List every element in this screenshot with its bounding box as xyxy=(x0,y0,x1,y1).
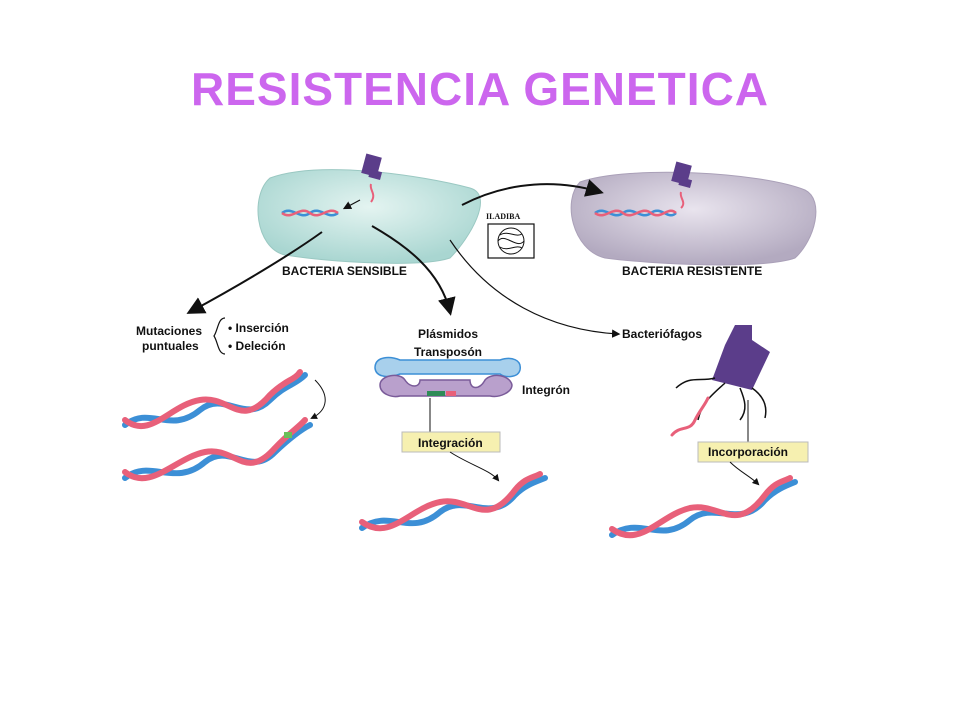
phage-dna xyxy=(670,396,710,437)
resistant-bacterium-cell xyxy=(570,171,817,266)
label-bacteria-sensible: BACTERIA SENSIBLE xyxy=(282,264,407,278)
resistant-plasmid-dna xyxy=(594,209,677,217)
arrow-icon xyxy=(449,451,500,482)
logo-globe-icon xyxy=(497,227,525,255)
dna-strand-icon xyxy=(122,417,313,482)
incorporacion-box xyxy=(697,441,809,463)
phage-icon xyxy=(675,325,770,421)
label-mutaciones: Mutaciones xyxy=(136,324,202,338)
label-puntuales: puntuales xyxy=(142,339,199,353)
transposon-integron-icon xyxy=(374,356,521,398)
dna-strand-icon xyxy=(609,475,798,539)
label-bacteriofagos: Bacteriófagos xyxy=(622,327,702,341)
label-incorporacion: Incorporación xyxy=(708,445,788,459)
sensitive-plasmid-dna xyxy=(281,209,339,217)
svg-text:ILADIBA: ILADIBA xyxy=(486,212,520,221)
label-integracion: Integración xyxy=(418,436,483,450)
arrow-icon xyxy=(461,179,604,206)
label-integron: Integrón xyxy=(522,383,570,397)
label-bacteria-resistente: BACTERIA RESISTENTE xyxy=(622,264,762,278)
label-transposon: Transposón xyxy=(414,345,482,359)
dna-strand-icon xyxy=(359,471,548,532)
arrow-icon xyxy=(729,461,760,486)
label-delecion: • Deleción xyxy=(228,339,286,353)
integracion-box xyxy=(401,431,501,453)
dna-strand-icon xyxy=(122,369,308,429)
label-insercion: • Inserción xyxy=(228,321,289,335)
sensitive-bacterium-cell xyxy=(257,169,481,264)
arrow-icon xyxy=(186,231,323,314)
slide-title: RESISTENCIA GENETICA xyxy=(190,63,770,115)
arrow-icon xyxy=(310,379,326,419)
arrow-icon xyxy=(342,199,361,210)
iladiba-logo: ILADIBA xyxy=(486,212,535,259)
bracket xyxy=(213,317,226,355)
phage-icon xyxy=(671,161,693,209)
arrow-icon xyxy=(449,239,621,338)
arrow-icon xyxy=(371,225,456,316)
label-plasmidos: Plásmidos xyxy=(418,327,478,341)
phage-icon xyxy=(361,153,383,203)
